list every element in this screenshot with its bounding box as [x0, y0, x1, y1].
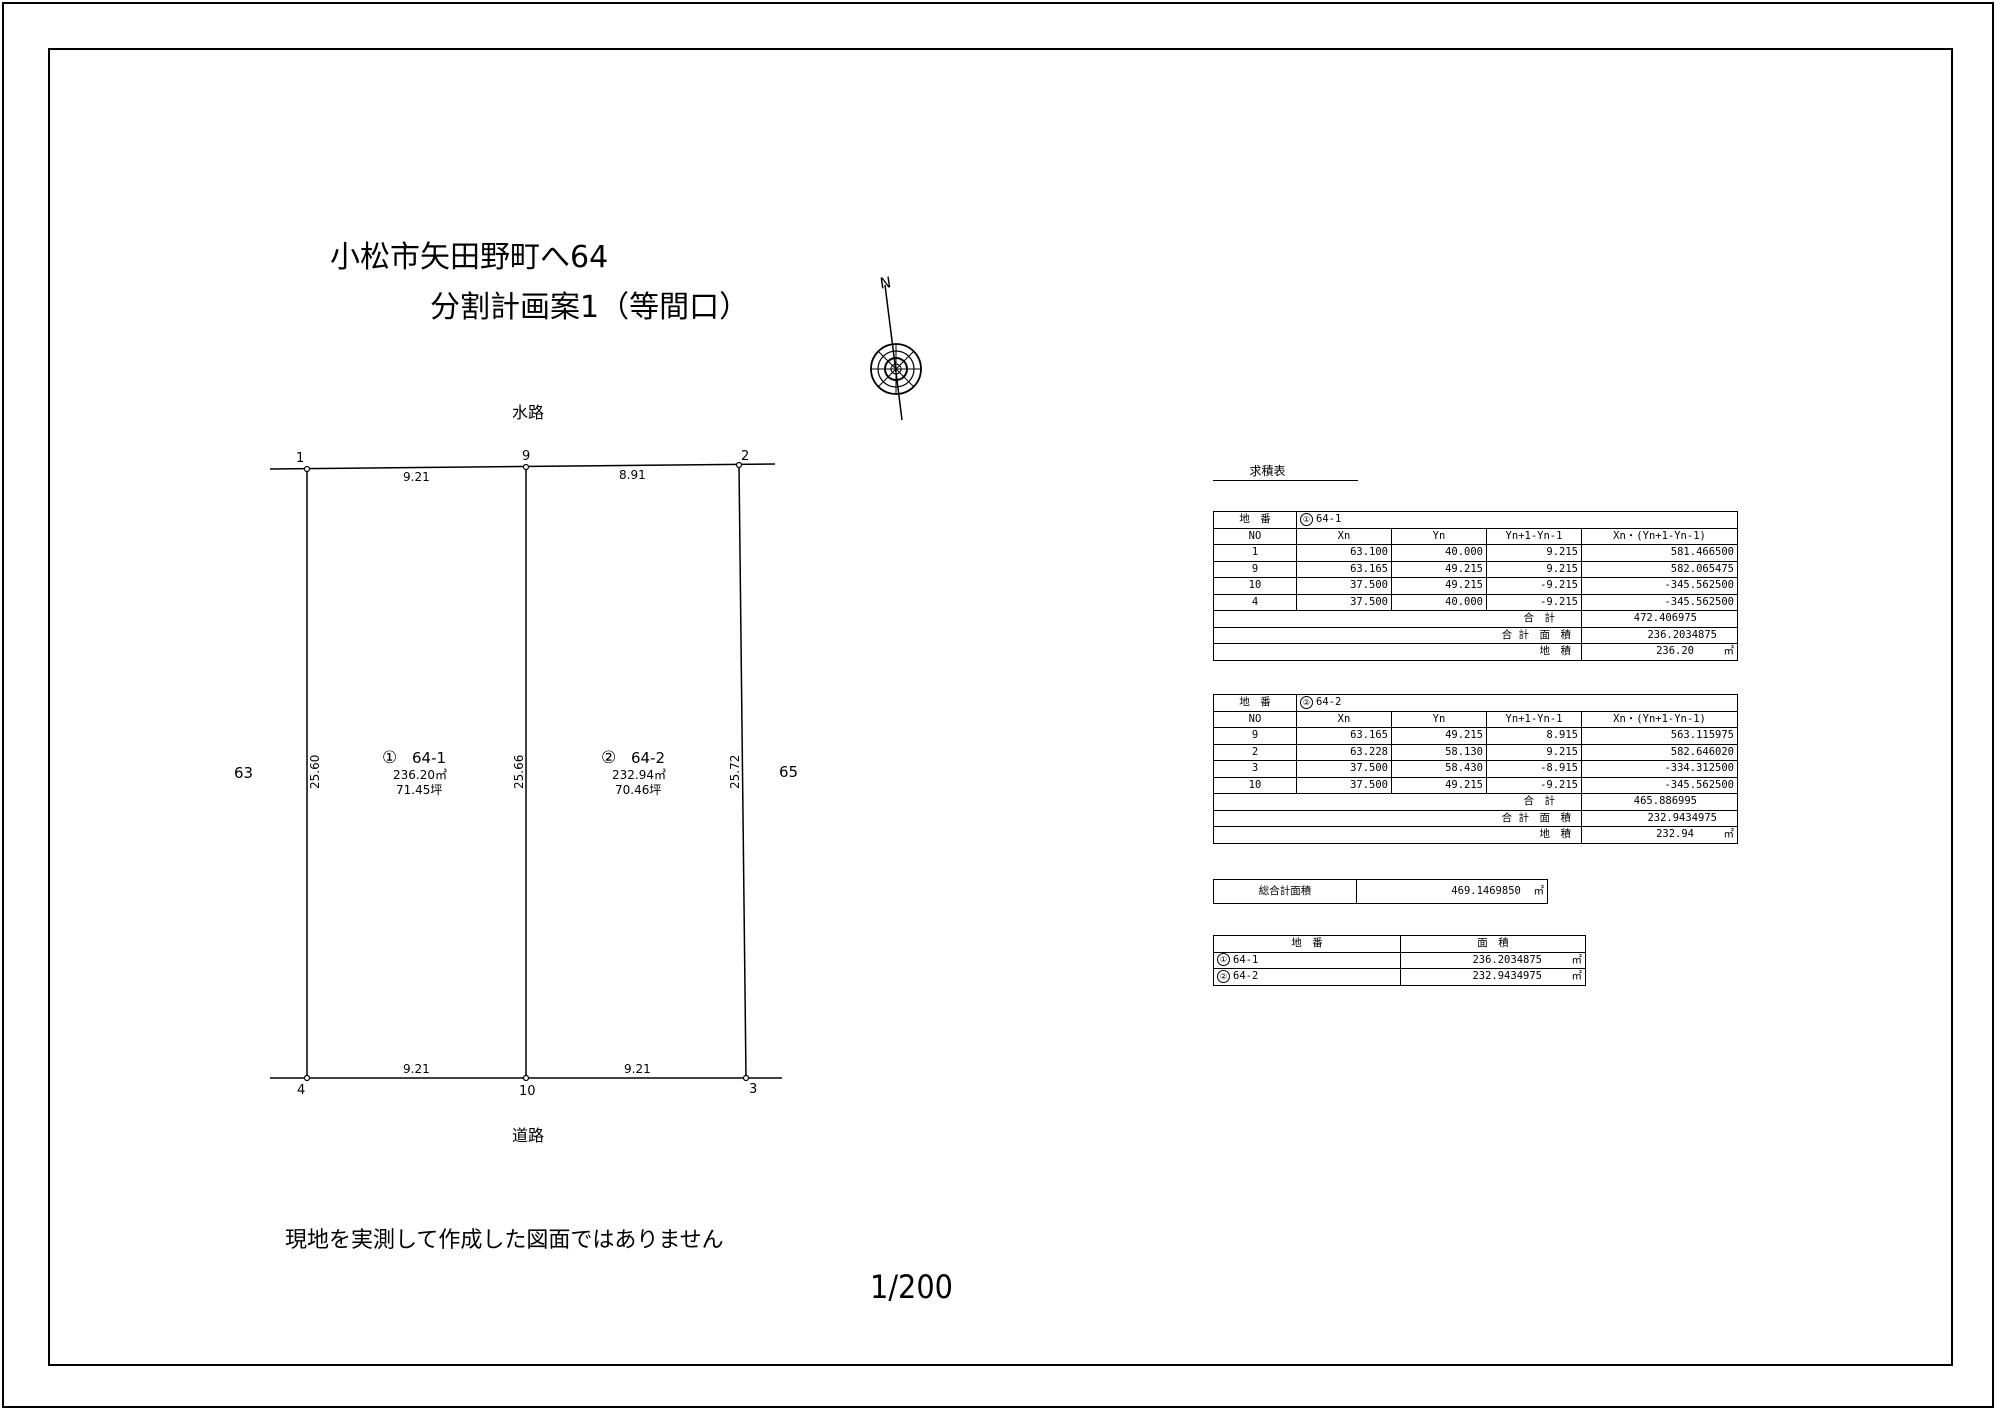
- header-chiban: 地 番: [1213, 511, 1297, 529]
- summary-header-menseki: 面 積: [1400, 935, 1586, 953]
- disclaimer-note: 現地を実測して作成した図面ではありません: [285, 1228, 724, 1253]
- total-area-table: 総合計面積 469.1469850 ㎡: [1213, 879, 1548, 904]
- dim-top-right: 8.91: [619, 468, 646, 482]
- point-marker: [735, 461, 743, 469]
- summary-header-chiban: 地 番: [1213, 935, 1401, 953]
- header-prod: Xn・(Yn+1-Yn-1): [1581, 527, 1738, 545]
- lot-tsubo: 71.45坪: [396, 783, 442, 797]
- point-marker: [522, 463, 530, 471]
- lot-tsubo: 70.46坪: [615, 783, 661, 797]
- point-label: 2: [741, 449, 749, 464]
- point-label: 9: [522, 449, 530, 464]
- calc-title: 求積表: [1213, 462, 1358, 481]
- lot-number: ①: [382, 748, 397, 768]
- dim-middle: 25.66: [512, 755, 526, 789]
- header-no: NO: [1213, 710, 1297, 728]
- title-plan: 分割計画案1（等間口）: [430, 290, 750, 325]
- header-dy: Yn+1-Yn-1: [1486, 710, 1582, 728]
- lot-name: 64-2: [631, 749, 665, 767]
- point-label: 3: [749, 1082, 757, 1097]
- dim-left: 25.60: [308, 755, 322, 789]
- header-xn: Xn: [1296, 710, 1392, 728]
- right-boundary: [738, 464, 747, 1079]
- dim-bottom-right: 9.21: [624, 1062, 651, 1076]
- left-neighbor-label: 63: [234, 764, 253, 782]
- header-chiban: 地 番: [1213, 694, 1297, 712]
- top-road-label: 水路: [512, 403, 544, 422]
- dim-right: 25.72: [728, 755, 742, 789]
- header-yn: Yn: [1391, 710, 1487, 728]
- scale-label: 1/200: [870, 1268, 953, 1306]
- bottom-road-label: 道路: [512, 1126, 544, 1145]
- header-yn: Yn: [1391, 527, 1487, 545]
- total-value: 469.1469850 ㎡: [1356, 879, 1548, 904]
- header-xn: Xn: [1296, 527, 1392, 545]
- header-prod: Xn・(Yn+1-Yn-1): [1581, 710, 1738, 728]
- dim-top-left: 9.21: [403, 470, 430, 484]
- top-road-line: [269, 463, 776, 470]
- lot-64-2: ② 64-2 232.94㎡ 70.46坪: [601, 748, 666, 797]
- point-label: 4: [297, 1083, 305, 1098]
- title-address: 小松市矢田野町へ64: [330, 240, 609, 275]
- point-marker: [742, 1074, 750, 1082]
- drawing-frame: [48, 48, 1953, 1366]
- point-marker: [303, 1074, 311, 1082]
- lot-64-1: ① 64-1 236.20㎡ 71.45坪: [382, 748, 447, 797]
- dim-bottom-left: 9.21: [403, 1062, 430, 1076]
- lot-name: 64-1: [412, 749, 446, 767]
- point-marker: [303, 465, 311, 473]
- point-label: 1: [296, 451, 304, 466]
- right-neighbor-label: 65: [779, 763, 798, 781]
- header-no: NO: [1213, 527, 1297, 545]
- lot-area: 232.94㎡: [612, 768, 666, 782]
- point-label: 10: [519, 1084, 536, 1099]
- point-marker: [522, 1074, 530, 1082]
- north-label: N: [879, 273, 893, 292]
- total-label: 総合計面積: [1213, 879, 1357, 904]
- header-dy: Yn+1-Yn-1: [1486, 527, 1582, 545]
- lot-number: ②: [601, 748, 616, 768]
- lot-area: 236.20㎡: [393, 768, 447, 782]
- north-compass-icon: N: [870, 273, 922, 421]
